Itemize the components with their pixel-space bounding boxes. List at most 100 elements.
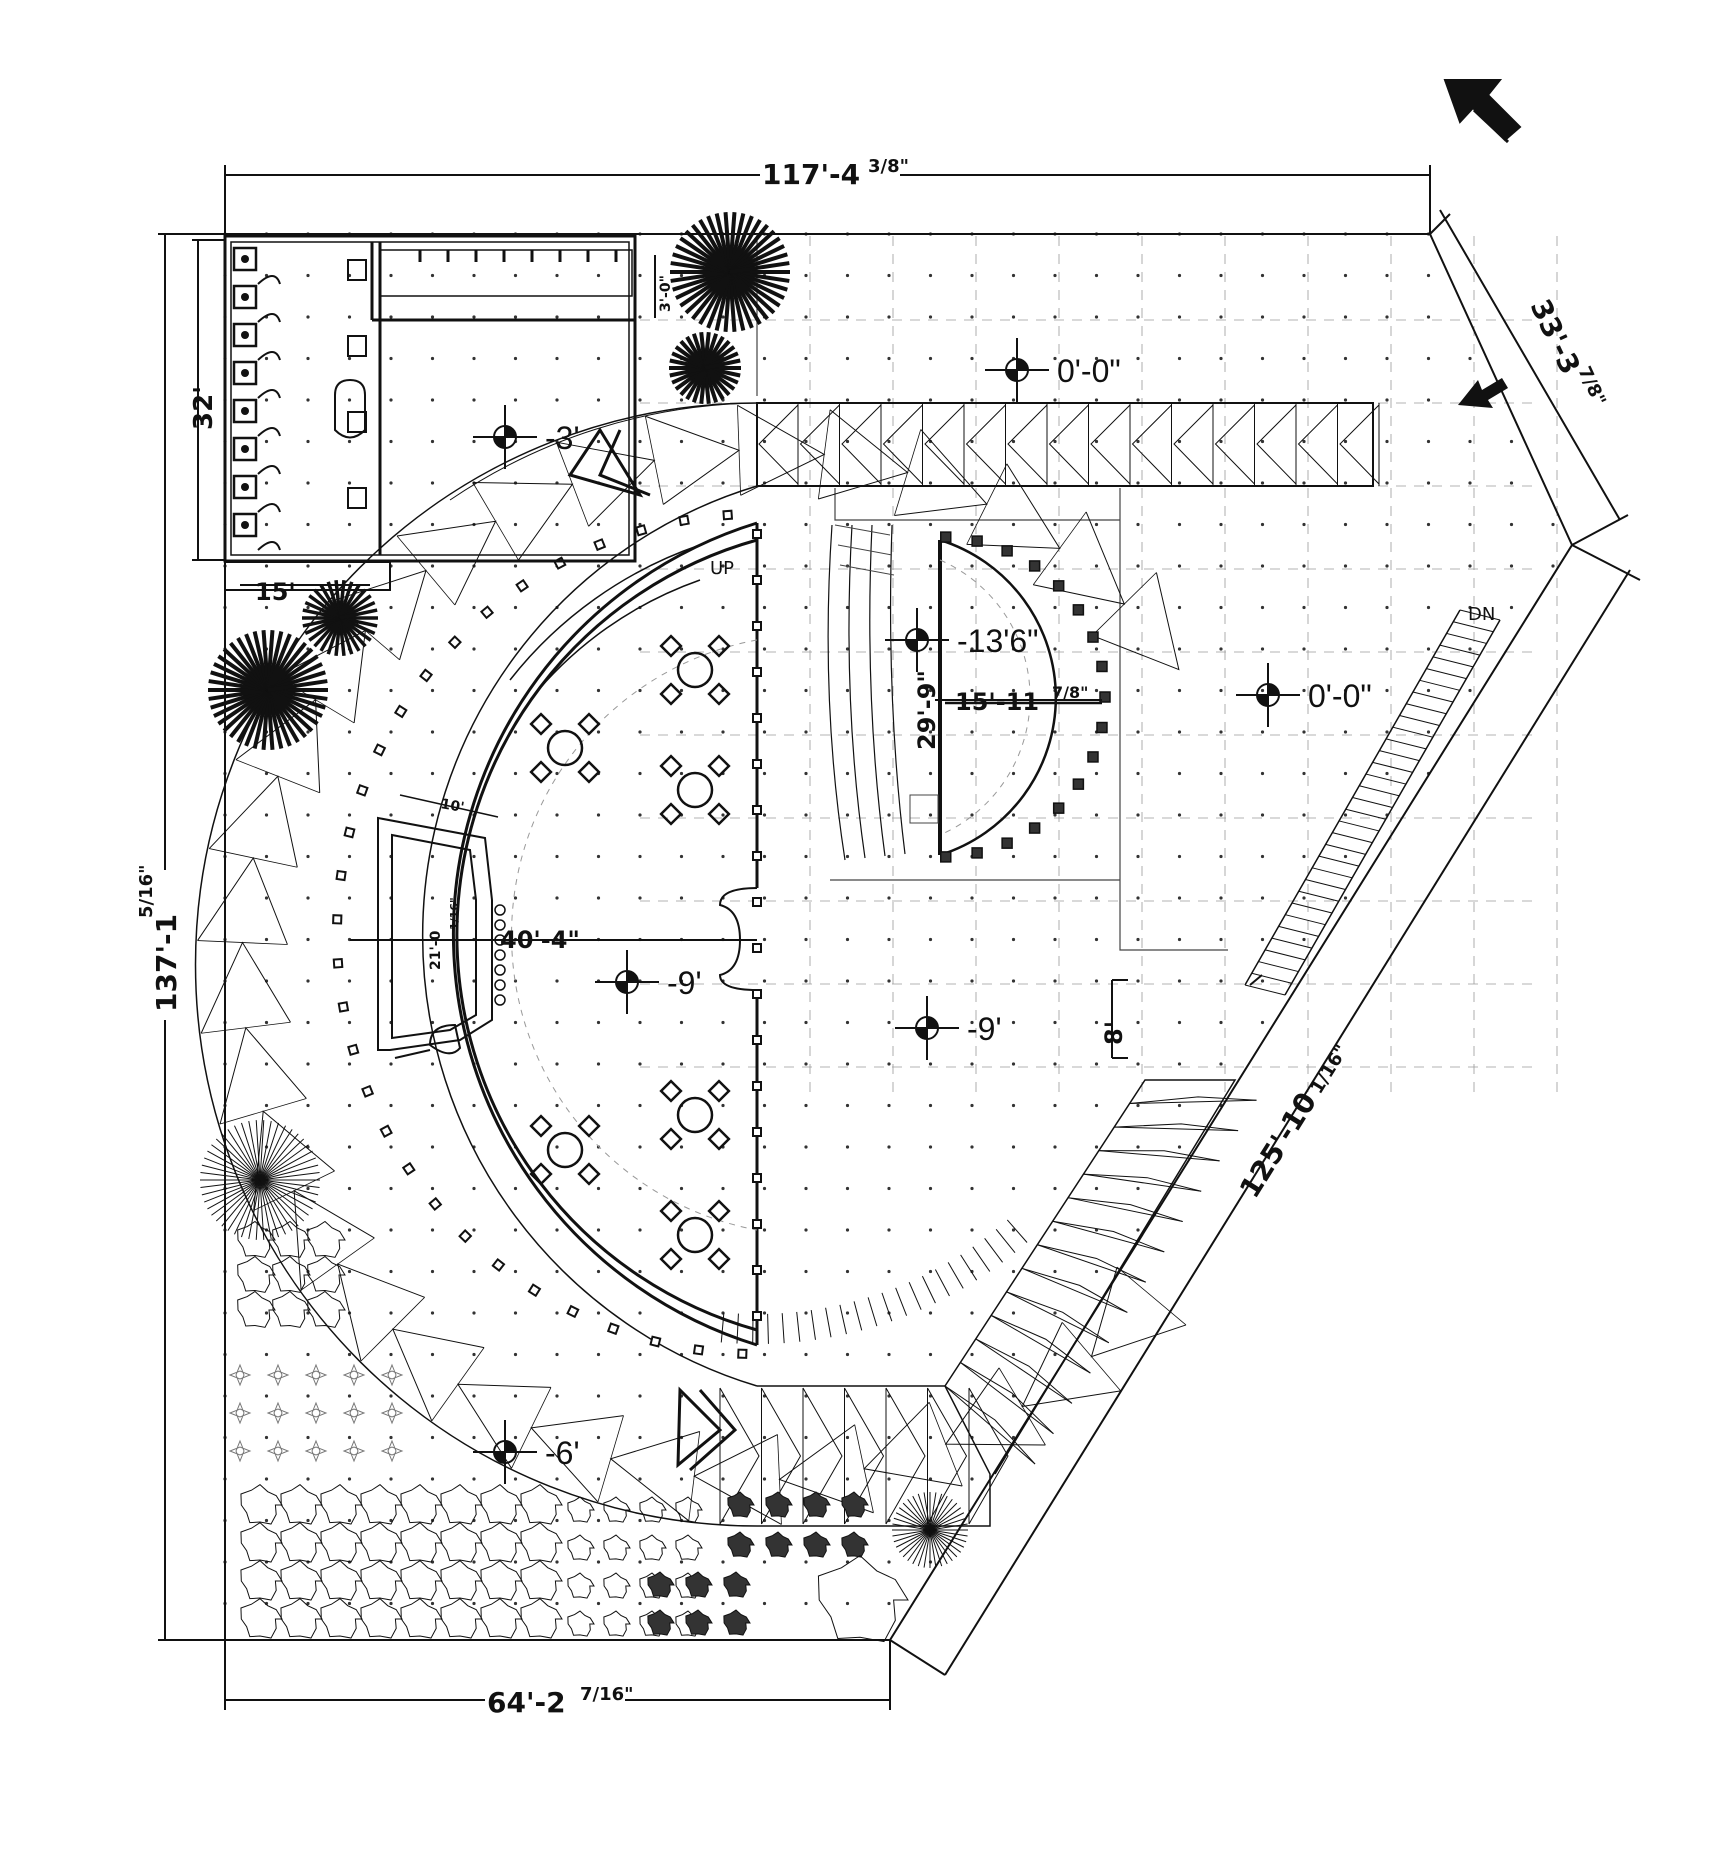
stage-post bbox=[1087, 631, 1099, 643]
grid-dot bbox=[1136, 937, 1140, 942]
grid-dot bbox=[928, 1062, 933, 1066]
grid-dot bbox=[472, 771, 476, 776]
column-marker bbox=[332, 914, 343, 925]
grid-dot bbox=[430, 315, 435, 319]
grid-dot bbox=[845, 1062, 850, 1066]
grid-dot bbox=[804, 1269, 808, 1274]
grid-dot bbox=[1385, 605, 1389, 610]
grid-dot bbox=[845, 439, 850, 444]
level-lower-walk-label: -6' bbox=[545, 1435, 580, 1471]
dining-pavilion: UP bbox=[332, 509, 1028, 1359]
grid-dot bbox=[1011, 813, 1016, 817]
grid-dot bbox=[1302, 273, 1306, 278]
dining-table bbox=[529, 712, 601, 784]
column-marker bbox=[491, 1257, 506, 1272]
paver-joint bbox=[854, 1424, 874, 1513]
grid-dot bbox=[970, 1228, 974, 1232]
grid-dot bbox=[1177, 854, 1182, 859]
level-marker: 0'-0" bbox=[985, 338, 1121, 402]
grid-dot bbox=[513, 896, 518, 900]
stage-post bbox=[1072, 604, 1085, 616]
shrub bbox=[400, 1484, 443, 1525]
grid-dot bbox=[430, 481, 435, 485]
grid-dot bbox=[762, 937, 767, 942]
shrub bbox=[240, 1560, 283, 1601]
grid-dot bbox=[1219, 439, 1223, 444]
level-marker: -9' bbox=[895, 996, 1002, 1060]
grid-dot bbox=[1053, 1352, 1057, 1357]
stair-tread bbox=[1291, 902, 1333, 914]
grid-dot bbox=[264, 1518, 269, 1523]
grid-dot bbox=[264, 1477, 269, 1481]
grid-dot bbox=[970, 979, 974, 983]
grid-dot bbox=[1053, 854, 1057, 859]
shrub bbox=[675, 1534, 703, 1561]
grid-dot bbox=[845, 356, 850, 361]
grid-dot bbox=[1468, 439, 1472, 444]
shrub bbox=[400, 1560, 443, 1601]
grid-dot bbox=[1302, 730, 1306, 734]
shrub bbox=[567, 1534, 595, 1561]
grid-dot bbox=[1385, 398, 1389, 402]
dim-top-width: 117'-4 bbox=[762, 158, 860, 191]
paver-joint bbox=[960, 1362, 1054, 1435]
grid-dot bbox=[1011, 647, 1016, 651]
grid-dot bbox=[1136, 1020, 1140, 1025]
grid-dot bbox=[1219, 979, 1223, 983]
grid-dot bbox=[555, 1435, 559, 1440]
toilet-bowl bbox=[241, 445, 249, 453]
chair bbox=[577, 1114, 601, 1138]
grid-dot bbox=[887, 1601, 891, 1606]
grid-dot bbox=[762, 1145, 767, 1149]
column-marker bbox=[752, 1219, 762, 1229]
grid-dot bbox=[1509, 481, 1514, 485]
dim-stage-width: 29'-9" bbox=[913, 670, 941, 750]
stair-tread bbox=[839, 1304, 847, 1335]
grid-dot bbox=[430, 1311, 435, 1315]
grid-dot bbox=[845, 1186, 850, 1191]
grid-dot bbox=[472, 979, 476, 983]
grid-dot bbox=[679, 730, 684, 734]
grid-dot bbox=[887, 1145, 891, 1149]
grid-dot bbox=[1053, 356, 1057, 361]
grid-dot bbox=[555, 1518, 559, 1523]
grid-dot bbox=[1426, 398, 1431, 402]
grid-dot bbox=[1302, 564, 1306, 568]
grid-dot bbox=[555, 1352, 559, 1357]
dim-left-height-frac: 5/16" bbox=[136, 864, 157, 918]
grid-dot bbox=[887, 688, 891, 693]
dimension-lines bbox=[158, 165, 1641, 1710]
grid-dot bbox=[638, 1518, 642, 1523]
grid-dot bbox=[638, 730, 642, 734]
stair-tread bbox=[1459, 609, 1501, 621]
grid-dot bbox=[306, 1103, 310, 1108]
grid-dot bbox=[472, 730, 476, 734]
grid-dot bbox=[596, 605, 601, 610]
grid-dot bbox=[721, 1103, 725, 1108]
paver-chevron bbox=[841, 404, 882, 485]
paver-joint bbox=[253, 1170, 335, 1211]
paver-chevron bbox=[1339, 404, 1380, 485]
grid-dot bbox=[1053, 979, 1057, 983]
paver-joint bbox=[235, 759, 320, 794]
grid-dot bbox=[389, 647, 393, 651]
grid-dot bbox=[347, 398, 352, 402]
paver-joint bbox=[1006, 1291, 1110, 1344]
grid-dot bbox=[430, 1435, 435, 1440]
grid-dot bbox=[347, 356, 352, 361]
grid-dot bbox=[721, 1601, 725, 1606]
grid-dot bbox=[1426, 273, 1431, 278]
grid-dot bbox=[1260, 356, 1265, 361]
grid-dot bbox=[1260, 730, 1265, 734]
grid-dot bbox=[1011, 439, 1016, 444]
grid-dot bbox=[596, 647, 601, 651]
stair-tread bbox=[736, 1313, 739, 1344]
grid-dot bbox=[430, 854, 435, 859]
dim-left-height: 137'-1 bbox=[150, 914, 183, 1012]
grid-dot bbox=[430, 439, 435, 444]
grid-dot bbox=[1219, 522, 1223, 527]
grid-dot bbox=[1302, 771, 1306, 776]
level-top-terrace-label: 0'-0" bbox=[1057, 353, 1121, 389]
column-marker bbox=[752, 713, 762, 723]
grid-dot bbox=[762, 1269, 767, 1274]
